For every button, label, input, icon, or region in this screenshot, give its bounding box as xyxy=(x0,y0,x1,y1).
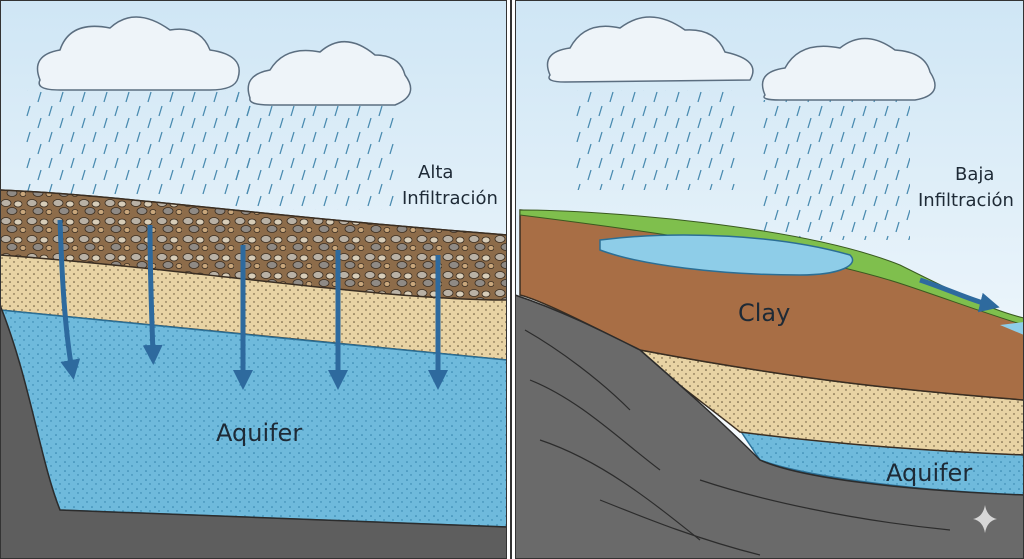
sparkle-icon xyxy=(973,505,997,533)
left-aquifer-label: Aquifer xyxy=(216,419,303,447)
surface-puddle xyxy=(599,234,854,276)
right-title-line2: Infiltración xyxy=(918,190,1014,211)
right-aquifer-label: Aquifer xyxy=(886,459,973,487)
runoff-arrow-icon xyxy=(919,277,1000,313)
left-title-line1: Alta xyxy=(418,162,454,183)
cloud-icon xyxy=(546,16,936,101)
rain xyxy=(20,90,250,195)
right-panel-low-infiltration xyxy=(514,0,1024,559)
left-title-line2: Infiltración xyxy=(402,188,498,209)
bedrock xyxy=(514,293,1024,559)
rain xyxy=(570,90,740,190)
rain xyxy=(230,95,400,210)
arrow-down-icon xyxy=(142,224,163,365)
left-panel-high-infiltration xyxy=(0,0,508,559)
arrow-down-icon xyxy=(57,219,81,380)
rain xyxy=(760,100,910,240)
clay-label: Clay xyxy=(738,299,791,327)
infiltration-arrows xyxy=(57,219,448,390)
cloud-icon xyxy=(36,16,412,106)
right-title-line1: Baja xyxy=(955,164,995,185)
